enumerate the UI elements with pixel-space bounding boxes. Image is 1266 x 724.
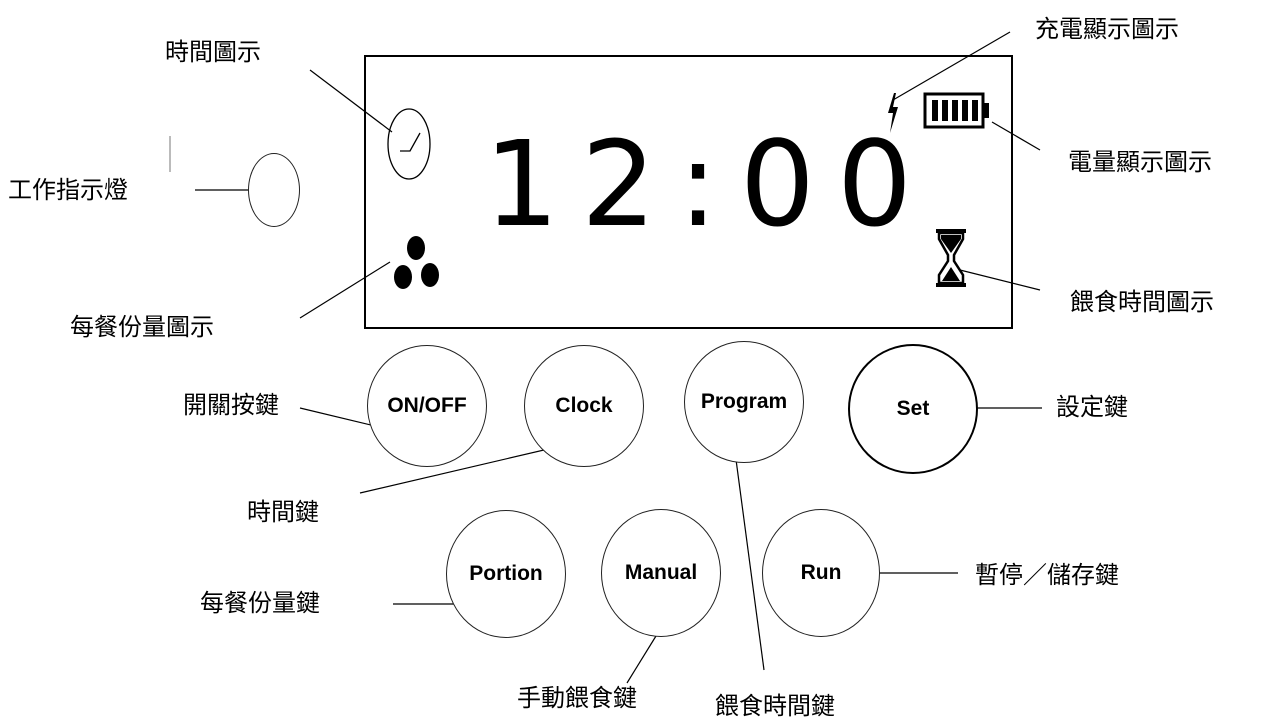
time-icon-label: 時間圖示	[165, 38, 261, 66]
battery-icon	[923, 92, 989, 129]
lightning-icon	[888, 93, 898, 133]
manual-button[interactable]: Manual	[601, 509, 721, 637]
portion-button[interactable]: Portion	[446, 510, 566, 638]
time-readout: 12:00	[484, 115, 935, 253]
work-indicator-light	[248, 153, 300, 227]
portion-dots-icon	[394, 236, 439, 289]
lcd-display: 12:00	[364, 55, 1013, 329]
feed-time-icon-label: 餵食時間圖示	[1070, 288, 1214, 316]
portion-key-label: 每餐份量鍵	[200, 589, 320, 617]
work-light-label: 工作指示燈	[8, 176, 128, 204]
battery-icon-label: 電量顯示圖示	[1068, 148, 1212, 176]
clock-button[interactable]: Clock	[524, 345, 644, 467]
manual-feed-key-label: 手動餵食鍵	[517, 684, 637, 712]
power-key-label: 開關按鍵	[183, 391, 279, 419]
run-button[interactable]: Run	[762, 509, 880, 637]
portion-icon-label: 每餐份量圖示	[70, 313, 214, 341]
clock-icon	[387, 108, 431, 180]
program-button[interactable]: Program	[684, 341, 804, 463]
set-key-label: 設定鍵	[1056, 393, 1128, 421]
time-key-label: 時間鍵	[247, 498, 319, 526]
charge-icon-label: 充電顯示圖示	[1035, 15, 1179, 43]
on-off-button[interactable]: ON/OFF	[367, 345, 487, 467]
hourglass-icon	[936, 229, 966, 287]
set-button[interactable]: Set	[848, 344, 978, 474]
feed-time-key-label: 餵食時間鍵	[715, 692, 835, 720]
pause-save-key-label: 暫停／儲存鍵	[975, 561, 1119, 589]
